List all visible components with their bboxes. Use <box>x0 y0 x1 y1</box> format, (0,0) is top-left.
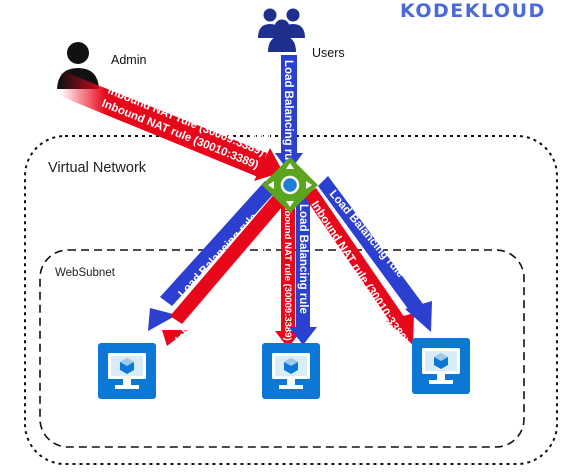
lb-rule-arrow-vm3: Load Balancing rule <box>318 176 432 332</box>
lb-rule-label-users: Load Balancing rule <box>282 60 294 170</box>
lb-rule-arrow-users: Load Balancing rule <box>275 55 303 172</box>
lb-rule-arrow-vm2: Load Balancing rule <box>289 196 317 345</box>
virtual-machine-icon <box>262 343 320 399</box>
virtual-machine-icon <box>412 338 470 394</box>
virtual-network-label: Virtual Network <box>48 160 147 176</box>
load-balancer-icon <box>262 157 318 213</box>
kodekloud-logo: KODEKLOUD <box>400 0 546 22</box>
admin-label: Admin <box>111 53 146 67</box>
users-group-icon <box>258 8 305 52</box>
nat-rule-arrow-vm2: Inbound NAT rule (30009:3389) <box>275 196 301 348</box>
virtual-machine-icon <box>98 343 156 399</box>
lb-rule-label-vm2: Load Balancing rule <box>297 204 309 314</box>
users-label: Users <box>312 46 345 60</box>
lb-rule-label-vm1: Load Balancing rule <box>176 211 260 300</box>
websubnet-label: WebSubnet <box>55 267 116 279</box>
nat-rule-label-vm2: Inbound NAT rule (30009:3389) <box>282 202 293 341</box>
nat-rule-arrow-vm1: Inbound NAT rule (30008:3389) <box>162 192 297 346</box>
